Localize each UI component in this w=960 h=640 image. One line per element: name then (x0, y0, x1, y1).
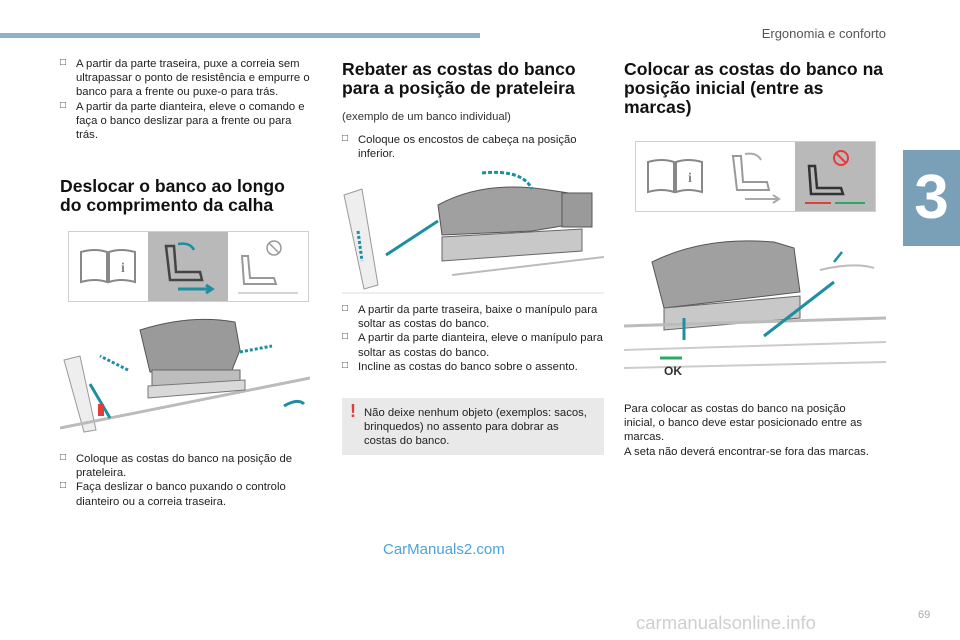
list-item: A partir da parte dianteira, eleve o com… (60, 99, 310, 143)
chapter-tab: 3 (903, 150, 960, 246)
warning-text: Não deixe nenhum objeto (exemplos: sacos… (364, 407, 587, 448)
svg-text:i: i (121, 261, 125, 276)
col2-seat-figure (342, 165, 605, 295)
ok-label: OK (664, 364, 682, 378)
warning-box: ! Não deixe nenhum objeto (exemplos: sac… (342, 398, 604, 455)
list-item: Coloque os encostos de cabeça na posição… (342, 132, 604, 161)
col2-top-block: Rebater as costas do banco para a posiçã… (342, 60, 604, 162)
col1-title-block: Deslocar o banco ao longo do comprimento… (60, 177, 310, 215)
col2-bullets-a: Coloque os encostos de cabeça na posição… (342, 132, 604, 161)
header-accent-bar (0, 33, 480, 38)
col2-note: (exemplo de um banco individual) (342, 111, 511, 123)
col3-seat-figure: OK (623, 222, 887, 392)
list-item: A partir da parte dianteira, eleve o man… (342, 330, 604, 359)
warning-icon: ! (350, 401, 356, 421)
seat-slide-icon (148, 232, 228, 301)
col3-paragraph-line: Para colocar as costas do banco na posiç… (624, 403, 863, 444)
section-title: Ergonomia e conforto (761, 26, 886, 41)
book-icon: i (636, 142, 715, 211)
list-item: A partir da parte traseira, puxe a corre… (60, 56, 310, 100)
col1-title: Deslocar o banco ao longo do comprimento… (60, 176, 285, 215)
col3-title-block: Colocar as costas do banco na posição in… (624, 60, 886, 117)
list-item: Coloque as costas do banco na posição de… (60, 451, 310, 480)
book-icon: i (69, 232, 148, 301)
col3-title: Colocar as costas do banco na posição in… (624, 59, 884, 117)
col2-bullets-b: A partir da parte traseira, baixe o maní… (342, 302, 604, 374)
col2-middle-text: A partir da parte traseira, baixe o maní… (342, 302, 604, 374)
col1-top-text: A partir da parte traseira, puxe a corre… (60, 56, 310, 143)
list-item: Incline as costas do banco sobre o assen… (342, 359, 604, 374)
list-item: A partir da parte traseira, baixe o maní… (342, 302, 604, 331)
col3-paragraph: Para colocar as costas do banco na posiç… (624, 402, 876, 459)
col1-seat-figure (59, 310, 311, 442)
col3-paragraph-line: A seta não deverá encontrar-se fora das … (624, 445, 869, 458)
chapter-number: 3 (914, 163, 949, 232)
col1-top-bullets: A partir da parte traseira, puxe a corre… (60, 56, 310, 143)
seat-forbidden-icon (228, 232, 308, 301)
seat-forbidden-icon (795, 142, 875, 211)
seat-slide-icon (715, 142, 795, 211)
col3-icon-strip: i (635, 141, 876, 212)
svg-text:i: i (688, 171, 692, 186)
page-number: 69 (918, 609, 931, 621)
col1-icon-strip: i (68, 231, 309, 302)
col2-title: Rebater as costas do banco para a posiçã… (342, 59, 576, 98)
footer-url: carmanualsonline.info (636, 612, 816, 633)
col1-bottom-text: Coloque as costas do banco na posição de… (60, 451, 310, 509)
list-item: Faça deslizar o banco puxando o controlo… (60, 479, 310, 508)
watermark-text: CarManuals2.com (383, 541, 505, 558)
col1-bottom-bullets: Coloque as costas do banco na posição de… (60, 451, 310, 509)
